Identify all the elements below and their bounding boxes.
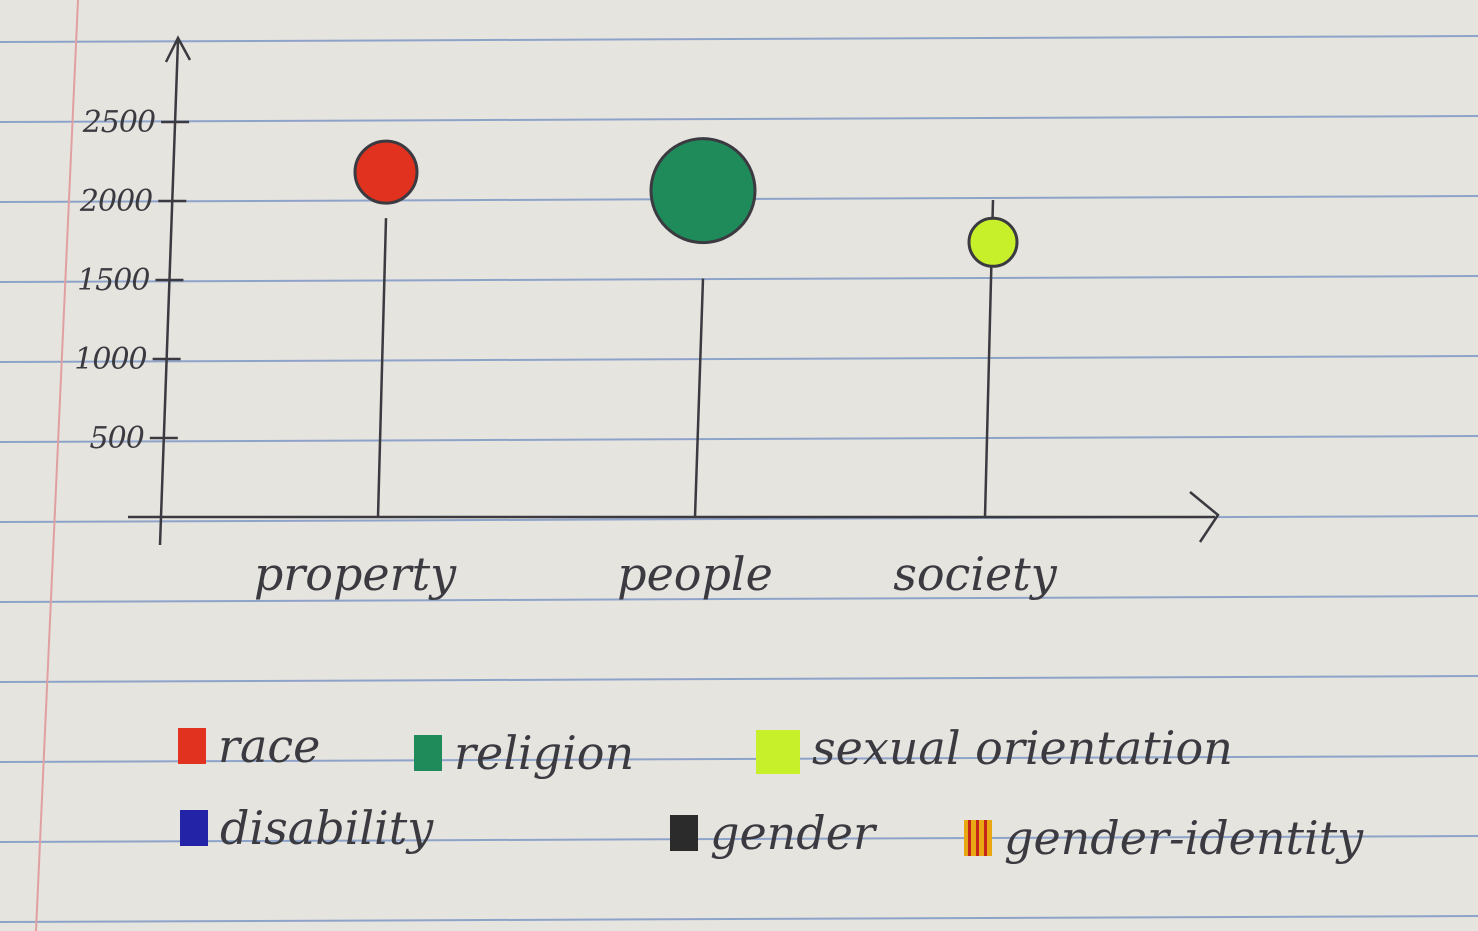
x-axis-arrow: [1189, 491, 1220, 543]
rule-line: [0, 515, 1478, 523]
legend-label: gender-identity: [1004, 811, 1364, 865]
legend-swatch: [414, 735, 442, 771]
legend-label: religion: [454, 726, 634, 780]
rule-line: [0, 435, 1478, 443]
y-axis-arrow: [164, 35, 192, 63]
y-tick-label: 500: [90, 421, 145, 456]
lollipop-dot: [967, 216, 1019, 268]
y-tick-label: 2500: [82, 105, 156, 140]
legend-label: disability: [220, 801, 434, 855]
legend-swatch: [180, 810, 208, 846]
lollipop-stem: [376, 218, 388, 518]
y-tick-label: 1000: [74, 342, 147, 377]
legend-label: gender: [710, 806, 878, 860]
rule-line: [0, 355, 1478, 363]
y-axis: [158, 39, 180, 546]
rule-line: [0, 755, 1478, 763]
x-category-label: society: [893, 547, 1057, 601]
x-category-label: people: [617, 547, 773, 601]
y-tick-label: 2000: [79, 184, 153, 219]
rule-line: [0, 915, 1478, 923]
axes: [128, 35, 1220, 546]
rule-line: [0, 835, 1478, 843]
legend-swatch: [756, 730, 800, 774]
lollipop-dot: [649, 137, 757, 245]
rule-line: [0, 675, 1478, 683]
legend-label: sexual orientation: [812, 721, 1233, 775]
rule-line: [0, 275, 1478, 283]
legend-swatch: [670, 815, 698, 851]
legend-swatch: [178, 728, 206, 764]
x-category-label: property: [254, 547, 457, 601]
legend-swatch: [964, 820, 992, 856]
lollipop-stem: [693, 278, 705, 518]
rule-line: [0, 595, 1478, 603]
legend-label: race: [218, 719, 320, 773]
margin-line: [35, 0, 79, 931]
y-tick-label: 1500: [77, 263, 150, 298]
lollipop-dot: [353, 139, 419, 205]
rule-line: [0, 35, 1478, 43]
rule-line: [0, 115, 1478, 123]
